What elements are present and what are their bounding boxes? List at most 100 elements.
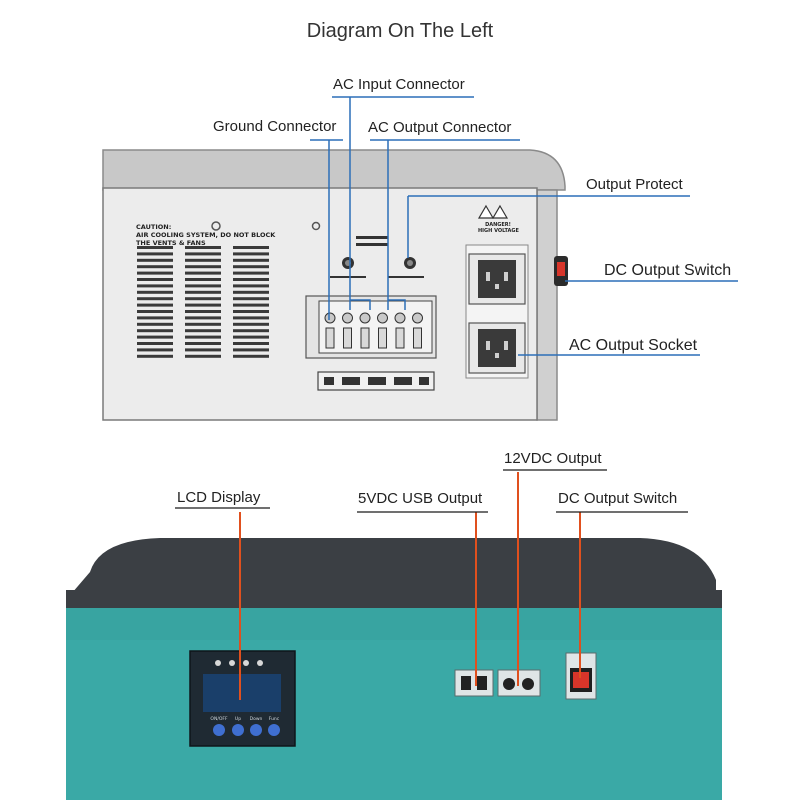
ac-output-socket-label: AC Output Socket bbox=[569, 337, 698, 354]
front-leader-lines bbox=[239, 472, 581, 700]
marking-bar bbox=[330, 276, 366, 278]
vent-slot bbox=[137, 316, 173, 320]
vent-slot bbox=[233, 246, 269, 249]
vent-slot bbox=[233, 252, 269, 256]
caution-line: CAUTION: bbox=[136, 223, 172, 231]
terminal-clamp bbox=[360, 327, 370, 349]
vent-slot bbox=[185, 297, 221, 301]
vent-slot bbox=[185, 252, 221, 256]
down-button[interactable] bbox=[250, 724, 262, 736]
lid-lower-edge bbox=[66, 590, 722, 608]
usb-port-2 bbox=[477, 676, 487, 690]
vent-slot bbox=[137, 348, 173, 352]
vent-slot bbox=[233, 290, 269, 294]
vent-slot bbox=[137, 303, 173, 307]
vent-slot bbox=[233, 303, 269, 307]
onoff-button[interactable] bbox=[213, 724, 225, 736]
caution-line: THE VENTS & FANS bbox=[136, 239, 206, 247]
ground-connector-label: Ground Connector bbox=[213, 118, 337, 135]
front-case-band bbox=[66, 600, 722, 640]
vent-slot bbox=[137, 271, 173, 275]
lcd-display-label: LCD Display bbox=[177, 489, 261, 506]
dc12-port-2 bbox=[522, 678, 534, 690]
vent-slot bbox=[185, 246, 221, 249]
terminal-screw bbox=[359, 312, 371, 324]
terminal-clamp bbox=[343, 327, 352, 349]
vent-slot bbox=[233, 316, 269, 320]
vent-slot bbox=[233, 310, 269, 313]
vent-slot bbox=[137, 258, 173, 262]
button-label: Down bbox=[250, 716, 263, 722]
vent-slot bbox=[185, 303, 221, 307]
indicator-leds bbox=[215, 660, 263, 666]
vent-slot bbox=[185, 335, 221, 339]
vent-slot bbox=[137, 265, 173, 269]
vent-slot bbox=[137, 297, 173, 301]
marking-bar bbox=[356, 243, 388, 246]
lcd-buttons bbox=[213, 724, 280, 736]
ac-output-connector-inner bbox=[407, 260, 413, 266]
diagram-title: Diagram On The Left bbox=[306, 20, 494, 42]
fuse-icon bbox=[394, 377, 412, 385]
usb-port-1 bbox=[461, 676, 471, 690]
socket-face bbox=[478, 329, 516, 367]
danger-line: DANGER! bbox=[485, 222, 511, 228]
vent-slot bbox=[185, 310, 221, 313]
front-label-underlines bbox=[175, 469, 688, 513]
vent-slot bbox=[137, 290, 173, 294]
vent-slot bbox=[233, 335, 269, 339]
vent-slot bbox=[137, 322, 173, 326]
vent-slot bbox=[233, 329, 269, 333]
terminal-screw bbox=[342, 312, 353, 324]
ac-output-connector-label: AC Output Connector bbox=[368, 119, 512, 136]
vent-slot bbox=[185, 278, 221, 281]
vent-slot bbox=[185, 284, 221, 288]
vent-slot bbox=[137, 354, 173, 358]
terminal-clamp bbox=[325, 327, 335, 349]
vent-slot bbox=[185, 271, 221, 275]
front-dc-switch-label: DC Output Switch bbox=[558, 490, 678, 507]
fuse-icon bbox=[342, 377, 360, 385]
button-label: Up bbox=[235, 716, 241, 722]
vent-slot bbox=[233, 342, 269, 345]
marking-bar bbox=[356, 236, 388, 239]
usb-output-label: 5VDC USB Output bbox=[358, 490, 483, 507]
vent-slot bbox=[185, 342, 221, 345]
terminal-screws bbox=[324, 312, 423, 349]
vent-slot bbox=[137, 252, 173, 256]
vent-slot bbox=[137, 246, 173, 249]
dc12-output-label: 12VDC Output bbox=[504, 450, 602, 467]
terminal-screw bbox=[377, 312, 388, 324]
vent-slot bbox=[185, 316, 221, 320]
up-button[interactable] bbox=[232, 724, 244, 736]
caution-line: AIR COOLING SYSTEM, DO NOT BLOCK bbox=[136, 231, 276, 239]
terminal-screw bbox=[394, 312, 406, 324]
vent-slot bbox=[137, 342, 173, 345]
dc-output-switch bbox=[557, 262, 565, 276]
warning-icon bbox=[491, 204, 509, 219]
back-leader-lines bbox=[310, 96, 738, 356]
vent-slot bbox=[137, 335, 173, 339]
warning-icon bbox=[477, 204, 495, 219]
vent-slot bbox=[185, 290, 221, 294]
terminal-clamp bbox=[378, 327, 387, 349]
vent-slot bbox=[233, 297, 269, 301]
vent-slot bbox=[185, 354, 221, 358]
fuse-icon bbox=[419, 377, 429, 385]
vent-slot bbox=[185, 329, 221, 333]
socket-holes bbox=[486, 272, 508, 358]
terminal-clamp bbox=[413, 327, 422, 349]
terminal-screw bbox=[324, 312, 336, 324]
vent-slot bbox=[233, 271, 269, 275]
vent-slot bbox=[233, 348, 269, 352]
danger-label: DANGER! HIGH VOLTAGE bbox=[478, 222, 519, 234]
button-label: ON/OFF bbox=[210, 716, 228, 722]
func-button[interactable] bbox=[268, 724, 280, 736]
vent-slot bbox=[233, 354, 269, 358]
fuse-icon bbox=[324, 377, 334, 385]
marking-bar bbox=[388, 276, 424, 278]
vent-slot bbox=[137, 284, 173, 288]
ac-input-connector-label: AC Input Connector bbox=[333, 76, 465, 93]
